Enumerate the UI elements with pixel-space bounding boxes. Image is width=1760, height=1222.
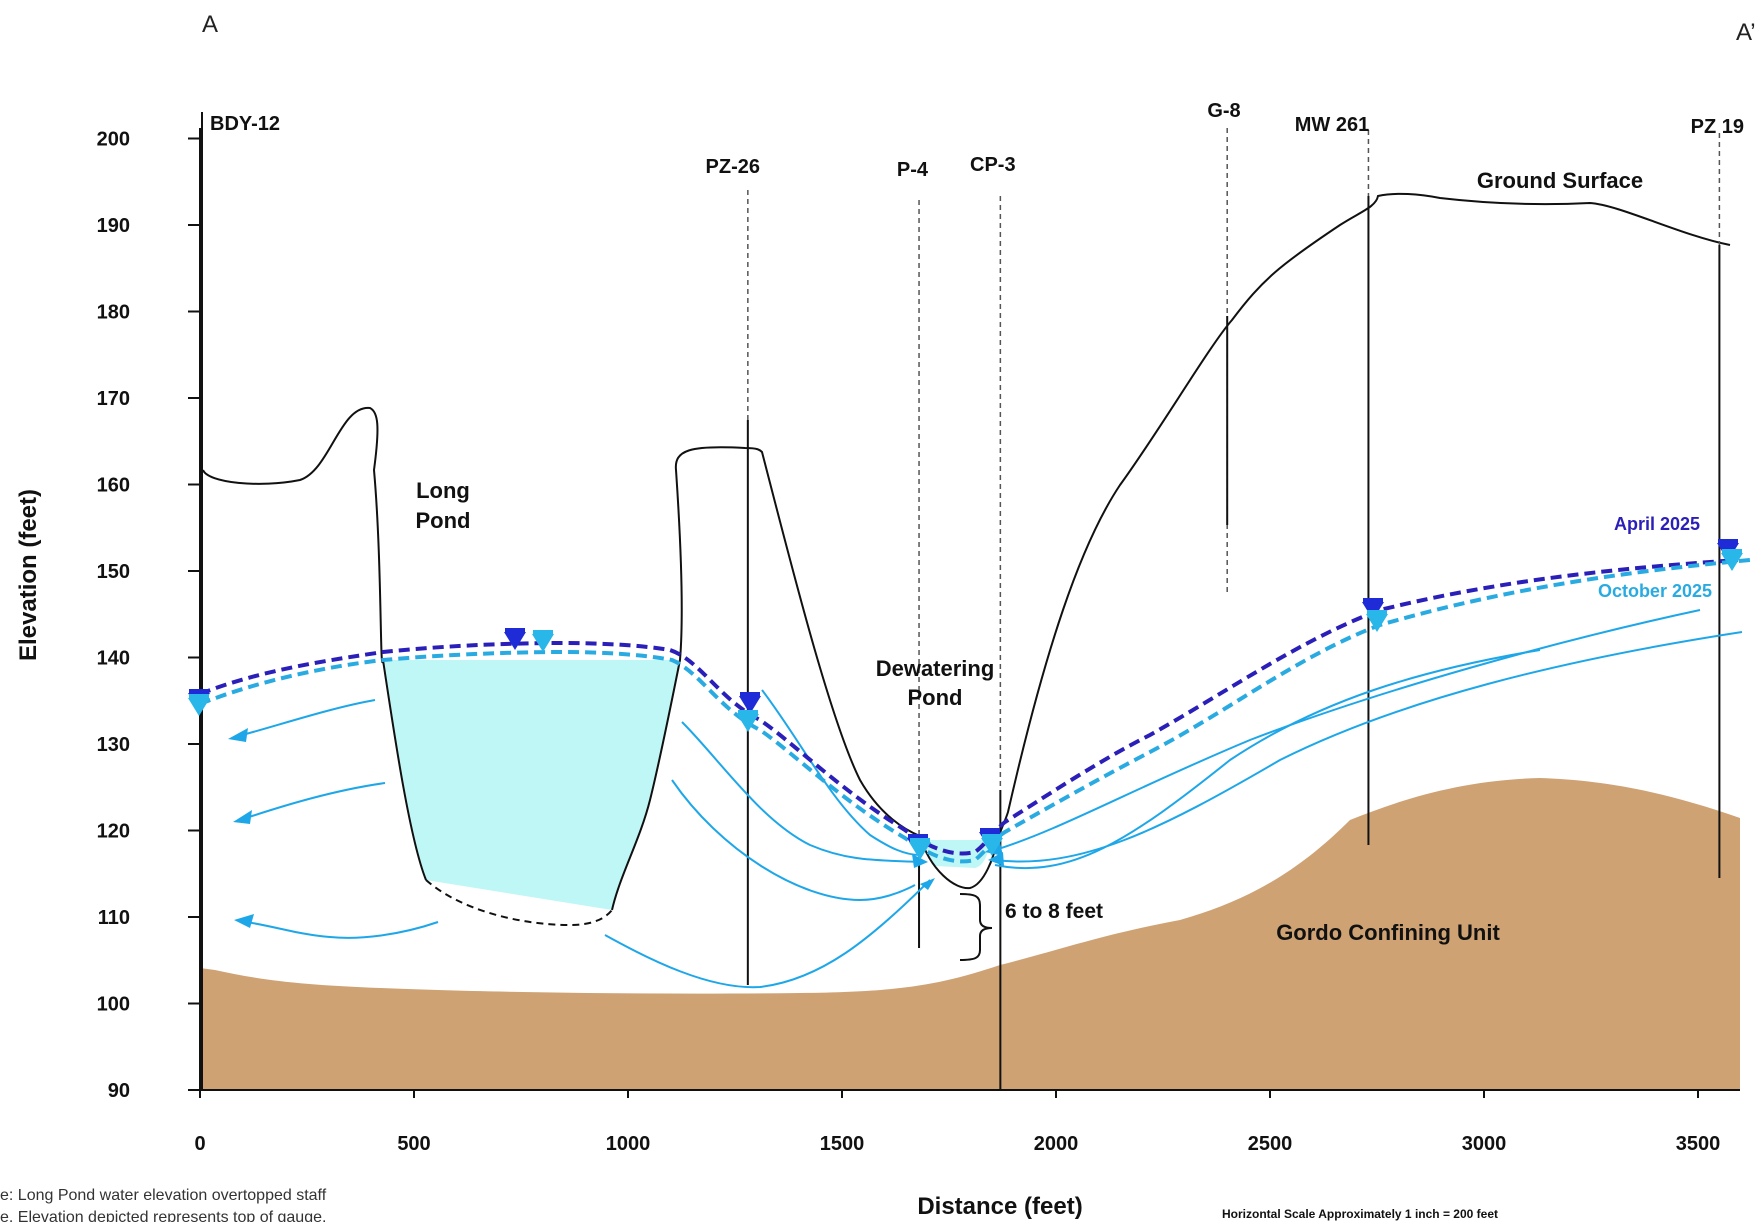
ground-surface-line (202, 406, 384, 664)
marker-april (739, 696, 761, 714)
thickness-brace (959, 893, 993, 961)
marker-october (737, 714, 759, 732)
well-label: G-8 (1207, 100, 1240, 122)
x-tick-label: 3000 (1462, 1133, 1507, 1155)
arrowhead-right-2 (988, 852, 1004, 866)
water-level-markers (188, 539, 1743, 860)
ground-surface-label: Ground Surface (1477, 168, 1643, 193)
arrowhead-left-1 (228, 728, 248, 742)
marker-october (981, 838, 1003, 856)
flow-line (994, 631, 1743, 863)
x-tick-label: 1500 (820, 1133, 865, 1155)
y-tick-label: 100 (97, 994, 130, 1016)
flow-line (671, 779, 916, 902)
flow-line (604, 879, 931, 989)
long-pond-bottom-dashed (425, 879, 613, 927)
long-pond-label-1: Long (416, 478, 470, 503)
x-tick-label: 0 (194, 1133, 205, 1155)
arrowhead-left-2 (233, 810, 252, 824)
marker-april (504, 632, 526, 650)
marker-april-cap (505, 628, 525, 632)
well-label: MW 261 (1295, 114, 1369, 136)
marker-october-cap (982, 834, 1002, 838)
x-tick-label: 1000 (606, 1133, 651, 1155)
dewatering-pond-water (925, 840, 990, 868)
well-label: PZ-26 (706, 156, 760, 178)
y-tick-label: 90 (108, 1080, 130, 1102)
flow-line (239, 782, 386, 821)
marker-october-cap (189, 694, 209, 698)
water-table-april (199, 558, 1739, 856)
x-tick-group: 0 500 1000 1500 2000 2500 3000 3500 (194, 1090, 1720, 1155)
gordo-label: Gordo Confining Unit (1276, 920, 1500, 945)
marker-april-cap (908, 834, 928, 838)
marker-april-cap (189, 689, 209, 693)
marker-october-cap (533, 630, 553, 634)
long-pond-east-bank (382, 659, 427, 881)
dewatering-pond-label-1: Dewatering (876, 656, 995, 681)
marker-october-cap (910, 838, 930, 842)
marker-october (1366, 614, 1388, 632)
long-pond-label-2: Pond (416, 508, 471, 533)
water-table-october (199, 558, 1751, 864)
y-tick-label: 200 (97, 129, 130, 151)
flow-line (761, 689, 921, 856)
well-label: BDY-12 (210, 113, 280, 135)
long-pond-water (383, 660, 680, 910)
x-tick-label: 3500 (1676, 1133, 1721, 1155)
y-tick-label: 120 (97, 821, 130, 843)
marker-october-cap (1722, 549, 1742, 553)
x-axis-title: Distance (feet) (917, 1193, 1082, 1220)
gordo-confining-unit (200, 778, 1740, 1090)
y-tick-label: 140 (97, 648, 130, 670)
y-axis-title: Elevation (feet) (15, 489, 42, 661)
legend-october: October 2025 (1598, 581, 1712, 601)
marker-october-cap (1367, 610, 1387, 614)
footnote-line-2: e. Elevation depicted represents top of … (0, 1209, 326, 1222)
flow-arrowheads (228, 728, 1004, 928)
marker-april-cap (1363, 598, 1383, 602)
marker-october (188, 698, 210, 716)
dewatering-pond-label-2: Pond (908, 685, 963, 710)
y-tick-group: 200 190 180 170 160 150 140 130 120 110 100 90 (97, 129, 200, 1102)
marker-april-cap (1718, 539, 1738, 543)
y-tick-label: 110 (98, 907, 130, 929)
well-label: CP-3 (970, 154, 1016, 176)
y-tick-label: 180 (97, 302, 130, 324)
marker-october-cap (738, 710, 758, 714)
marker-october (532, 634, 554, 652)
arrowhead-left-pond-2 (920, 878, 935, 890)
well-label: PZ 19 (1691, 116, 1744, 138)
footnote-line-1: e: Long Pond water elevation overtopped … (0, 1187, 327, 1204)
y-tick-label: 190 (97, 215, 130, 237)
section-start-label: A (202, 11, 218, 38)
well-label: P-4 (897, 159, 929, 181)
arrowhead-left-pond-1 (912, 854, 928, 868)
thickness-label: 6 to 8 feet (1005, 900, 1103, 923)
section-end-label: A’ (1736, 19, 1756, 46)
y-tick-label: 150 (97, 561, 130, 583)
x-tick-label: 500 (397, 1133, 430, 1155)
y-tick-label: 130 (97, 734, 130, 756)
flow-line (994, 609, 1701, 851)
legend-april: April 2025 (1614, 514, 1700, 534)
flow-line (994, 649, 1541, 870)
flow-line (234, 699, 376, 738)
x-tick-label: 2000 (1034, 1133, 1079, 1155)
arrowhead-left-3 (234, 914, 254, 928)
marker-october (1721, 553, 1743, 571)
flow-line (239, 920, 439, 939)
scale-note: Horizontal Scale Approximately 1 inch = … (1222, 1207, 1498, 1221)
y-tick-label: 170 (97, 388, 130, 410)
flow-line (681, 721, 921, 863)
marker-april-cap (740, 692, 760, 696)
marker-october (909, 842, 931, 860)
x-tick-label: 2500 (1248, 1133, 1293, 1155)
marker-april-cap (980, 828, 1000, 832)
y-tick-label: 160 (97, 475, 130, 497)
flow-lines (234, 609, 1743, 989)
